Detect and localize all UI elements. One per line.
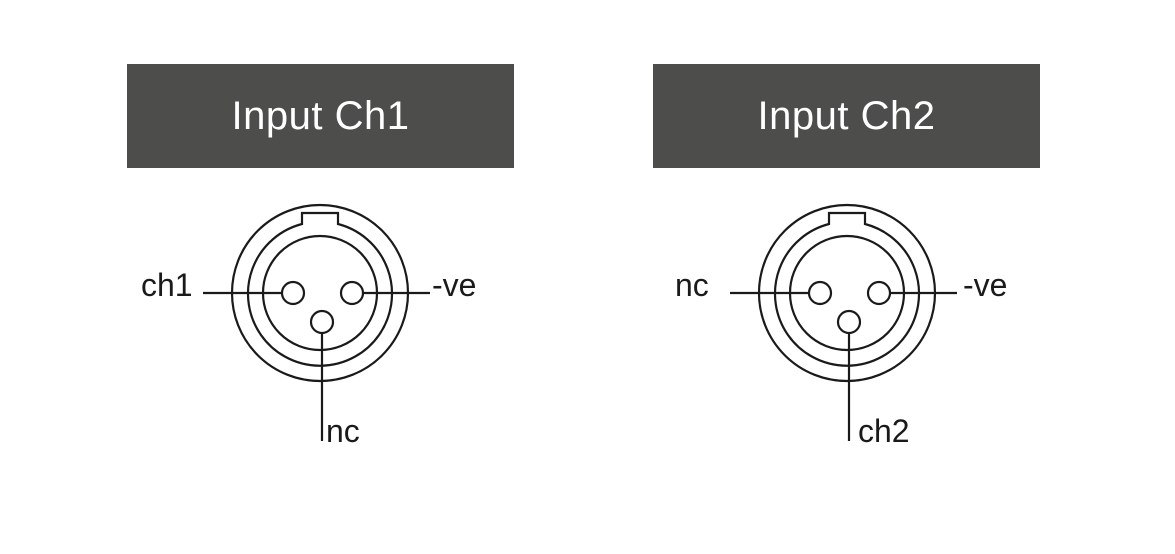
header-input-ch2: Input Ch2 [653,64,1040,168]
ch2-bottom-label: ch2 [858,413,910,449]
header-input-ch1: Input Ch1 [127,64,514,168]
connector-ch1 [203,203,432,443]
ch2-left-label: nc [675,267,709,303]
ch1-bottom-label: nc [326,413,360,449]
ch1-left-label: ch1 [141,267,193,303]
connector-ch2 [730,203,959,443]
ch1-right-label: -ve [432,267,476,303]
ch2-right-label: -ve [963,267,1007,303]
